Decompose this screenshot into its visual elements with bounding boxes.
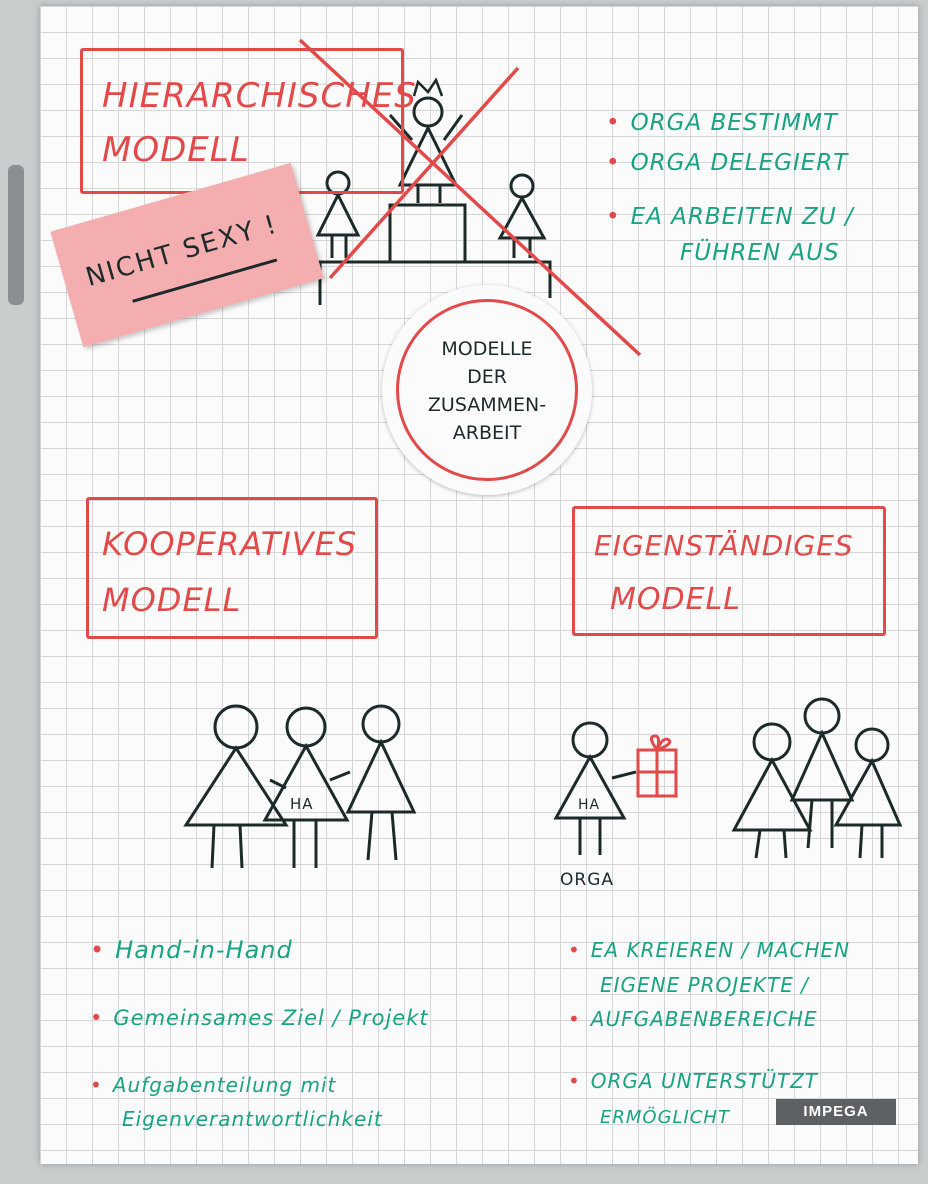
right-bullet-1-cont: EIGENE PROJEKTE / — [600, 973, 809, 997]
right-bullet-3-cont: ERMÖGLICHT — [600, 1107, 730, 1128]
circle-line3: ZUSAMMEN- — [427, 394, 547, 416]
left-bullet-3: Aufgabenteilung mit — [90, 1070, 336, 1101]
cloud-outline — [396, 299, 578, 481]
left-bullet-2: Gemeinsames Ziel / Projekt — [90, 1003, 429, 1034]
orga-label: ORGA — [560, 870, 614, 890]
podium-drawing — [318, 203, 552, 305]
independent-title-line2: MODELL — [610, 582, 741, 617]
left-bullet-1: Hand-in-Hand — [90, 935, 293, 966]
hierarchical-title-line1: HIERARCHISCHES — [102, 76, 417, 116]
hierarchical-title-line2: MODELL — [102, 130, 250, 170]
circle-line4: ARBEIT — [452, 422, 522, 444]
flipchart-clip — [8, 165, 24, 305]
gift-drawing — [636, 734, 678, 798]
flipchart-sheet — [40, 6, 918, 1164]
top-bullet-1: ORGA BESTIMMT — [606, 108, 838, 139]
postit-text: NICHT SEXY ! — [82, 209, 282, 294]
top-bullet-3: EA ARBEITEN ZU / — [606, 202, 854, 233]
top-bullet-3-cont: FÜHREN AUS — [680, 240, 840, 266]
small-figure-left — [315, 170, 361, 258]
independent-figures — [731, 697, 903, 859]
circle-line2: DER — [467, 366, 507, 388]
cooperative-title-line2: MODELL — [102, 581, 242, 619]
independent-model-box — [572, 506, 886, 636]
cross-out-mark — [298, 38, 642, 357]
small-figure-right — [497, 173, 547, 258]
center-circle-label: MODELLE DER ZUSAMMEN- ARBEIT — [382, 285, 592, 495]
left-bullet-3-cont: Eigenverantwortlichkeit — [122, 1107, 383, 1131]
right-bullet-1: EA KREIEREN / MACHEN — [568, 935, 850, 966]
ha-label-left: HA — [290, 795, 314, 813]
orga-figure — [553, 721, 637, 855]
right-bullet-3: ORGA UNTERSTÜTZT — [568, 1066, 818, 1097]
cooperative-model-box — [86, 497, 378, 639]
ha-label-right: HA — [578, 797, 601, 813]
top-bullet-2: ORGA DELEGIERT — [606, 148, 848, 179]
right-bullet-2: AUFGABENBEREICHE — [568, 1004, 818, 1035]
circle-line1: MODELLE — [441, 338, 533, 360]
independent-title-line1: EIGENSTÄNDIGES — [594, 529, 854, 562]
cooperative-title-line1: KOOPERATIVES — [102, 525, 358, 563]
cooperative-figures — [183, 704, 417, 869]
impega-logo: IMPEGA — [776, 1099, 896, 1125]
